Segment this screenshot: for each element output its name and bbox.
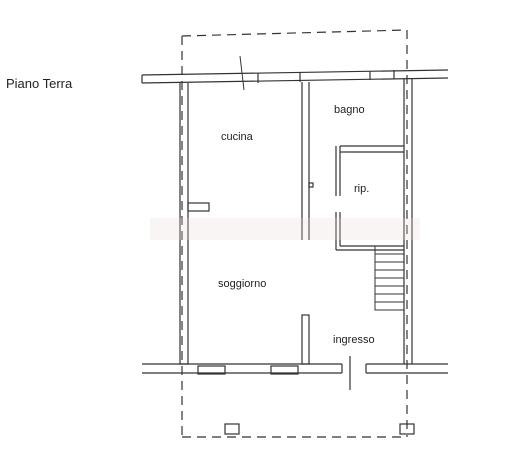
boundary-posts (224, 423, 415, 435)
room-label-ingresso: ingresso (333, 334, 375, 346)
room-label-bagno: bagno (334, 104, 365, 116)
watermark-band (150, 218, 420, 240)
right-wall (403, 79, 413, 364)
top-wall (141, 55, 449, 91)
bottom-wall (142, 356, 448, 390)
plan-title: Piano Terra (6, 76, 73, 91)
room-label-ripostiglio: rip. (354, 183, 370, 195)
room-label-soggiorno: soggiorno (218, 278, 267, 290)
property-boundary (181, 29, 408, 438)
room-label-cucina: cucina (221, 131, 253, 143)
staircase (374, 245, 405, 311)
